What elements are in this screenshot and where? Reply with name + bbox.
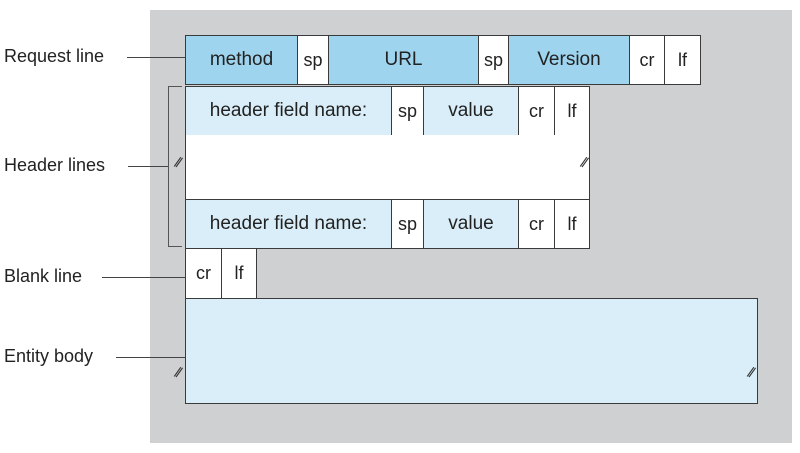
header-1-sp: sp (391, 86, 424, 136)
header-2-sp: sp (391, 199, 424, 249)
leader-request-line (127, 57, 185, 58)
leader-entity-body (116, 357, 185, 358)
request-sp-2: sp (478, 35, 509, 85)
label-request-line: Request line (4, 46, 105, 66)
request-version-field: Version (508, 35, 630, 85)
entity-body-area (185, 298, 758, 404)
header-1-cr: cr (518, 86, 555, 136)
header-1-field-name: header field name: (185, 86, 392, 136)
header-1-lf: lf (554, 86, 590, 136)
header-1-value: value (423, 86, 519, 136)
label-header-lines: Header lines (4, 155, 106, 175)
request-sp-1: sp (297, 35, 329, 85)
request-url-field: URL (328, 35, 479, 85)
request-lf: lf (664, 35, 701, 85)
header-2-field-name: header field name: (185, 199, 392, 249)
label-blank-line: Blank line (4, 266, 83, 286)
request-cr: cr (629, 35, 665, 85)
label-entity-body: Entity body (4, 346, 94, 366)
header-2-value: value (423, 199, 519, 249)
header-2-lf: lf (554, 199, 590, 249)
leader-header-lines (128, 166, 168, 167)
leader-blank-line (102, 277, 185, 278)
header-lines-elided-gap (185, 135, 590, 200)
header-lines-bracket (168, 86, 182, 247)
blank-line-lf: lf (221, 248, 257, 299)
request-method-field: method (185, 35, 298, 85)
header-2-cr: cr (518, 199, 555, 249)
blank-line-cr: cr (185, 248, 222, 299)
